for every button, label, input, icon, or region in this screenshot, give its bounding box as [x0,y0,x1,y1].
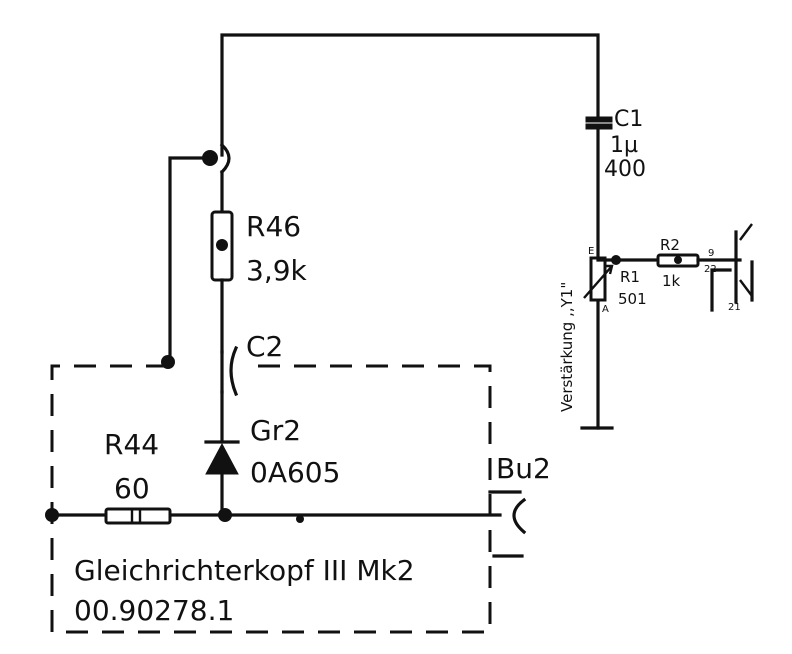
bu2-socket [512,497,527,535]
label-r46: R46 [246,210,301,243]
label-r46-value: 3,9k [246,254,308,287]
r1-wiper-head [604,264,614,275]
label-c1-voltage: 400 [604,157,646,182]
module-box-dashed [50,364,492,634]
label-verstaerkung: Verstärkung ,,Y1" [558,282,576,412]
label-bu2: Bu2 [496,452,551,485]
label-pin-9: 9 [708,248,714,259]
label-c1-value: 1µ [610,133,638,158]
label-r1: R1 [620,268,640,286]
label-r44-value: 60 [114,472,150,505]
label-pin-21: 21 [728,302,741,313]
label-r2-value: 1k [662,272,681,290]
label-r1-pin-a: A [602,304,609,315]
label-r44: R44 [104,428,159,461]
gr2-diode [205,442,239,475]
label-gr2-type: 0A605 [250,456,340,489]
r1-resistor [589,256,607,302]
transistor-emitter [739,279,753,297]
transistor-stub [710,268,732,312]
connector-c-top [219,142,231,175]
label-r1-value: 501 [618,290,647,308]
label-box-number: 00.90278.1 [74,594,234,627]
r46-mark [216,239,228,251]
junction-small [296,515,304,523]
wire-top [220,33,600,157]
label-box-title: Gleichrichterkopf III Mk2 [74,554,415,587]
r2-mark [674,256,682,264]
junction-diode-bottom [218,508,232,522]
label-gr2: Gr2 [250,414,301,447]
label-pin-22: 22 [704,264,717,275]
c2-plate-right [229,345,239,397]
wire-connector-left [168,156,212,364]
transistor-collector [739,223,753,241]
r1-wiper-arrow [583,265,613,299]
r44-mark [130,509,142,523]
r44-resistor [104,507,172,525]
label-c2: C2 [246,330,283,363]
label-r1-pin-e: E [588,246,594,257]
label-c1: C1 [614,107,643,132]
label-r2: R2 [660,236,680,254]
c1-plate-top [585,116,613,123]
